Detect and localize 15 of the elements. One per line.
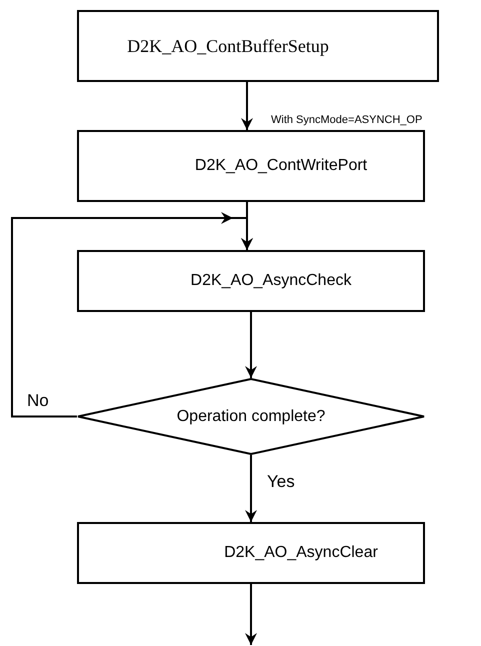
- process-box: [77, 10, 439, 82]
- node-label: D2K_AO_ContWritePort: [194, 157, 368, 175]
- edge-label: With SyncMode=ASYNCH_OP: [270, 114, 424, 126]
- arrow: [245, 455, 257, 522]
- decision-diamond: [77, 378, 425, 455]
- process-box: [77, 250, 425, 312]
- node-label: D2K_AO_AsyncClear: [224, 544, 378, 562]
- arrow: [241, 82, 253, 130]
- node-label: D2K_AO_ContBufferSetup: [127, 36, 329, 56]
- process-box: [77, 522, 425, 584]
- node-label: Operation complete?: [176, 408, 326, 426]
- process-box: [77, 130, 425, 202]
- arrow: [245, 312, 257, 378]
- arrow: [245, 584, 257, 645]
- node-label: D2K_AO_AsyncCheck: [190, 272, 352, 290]
